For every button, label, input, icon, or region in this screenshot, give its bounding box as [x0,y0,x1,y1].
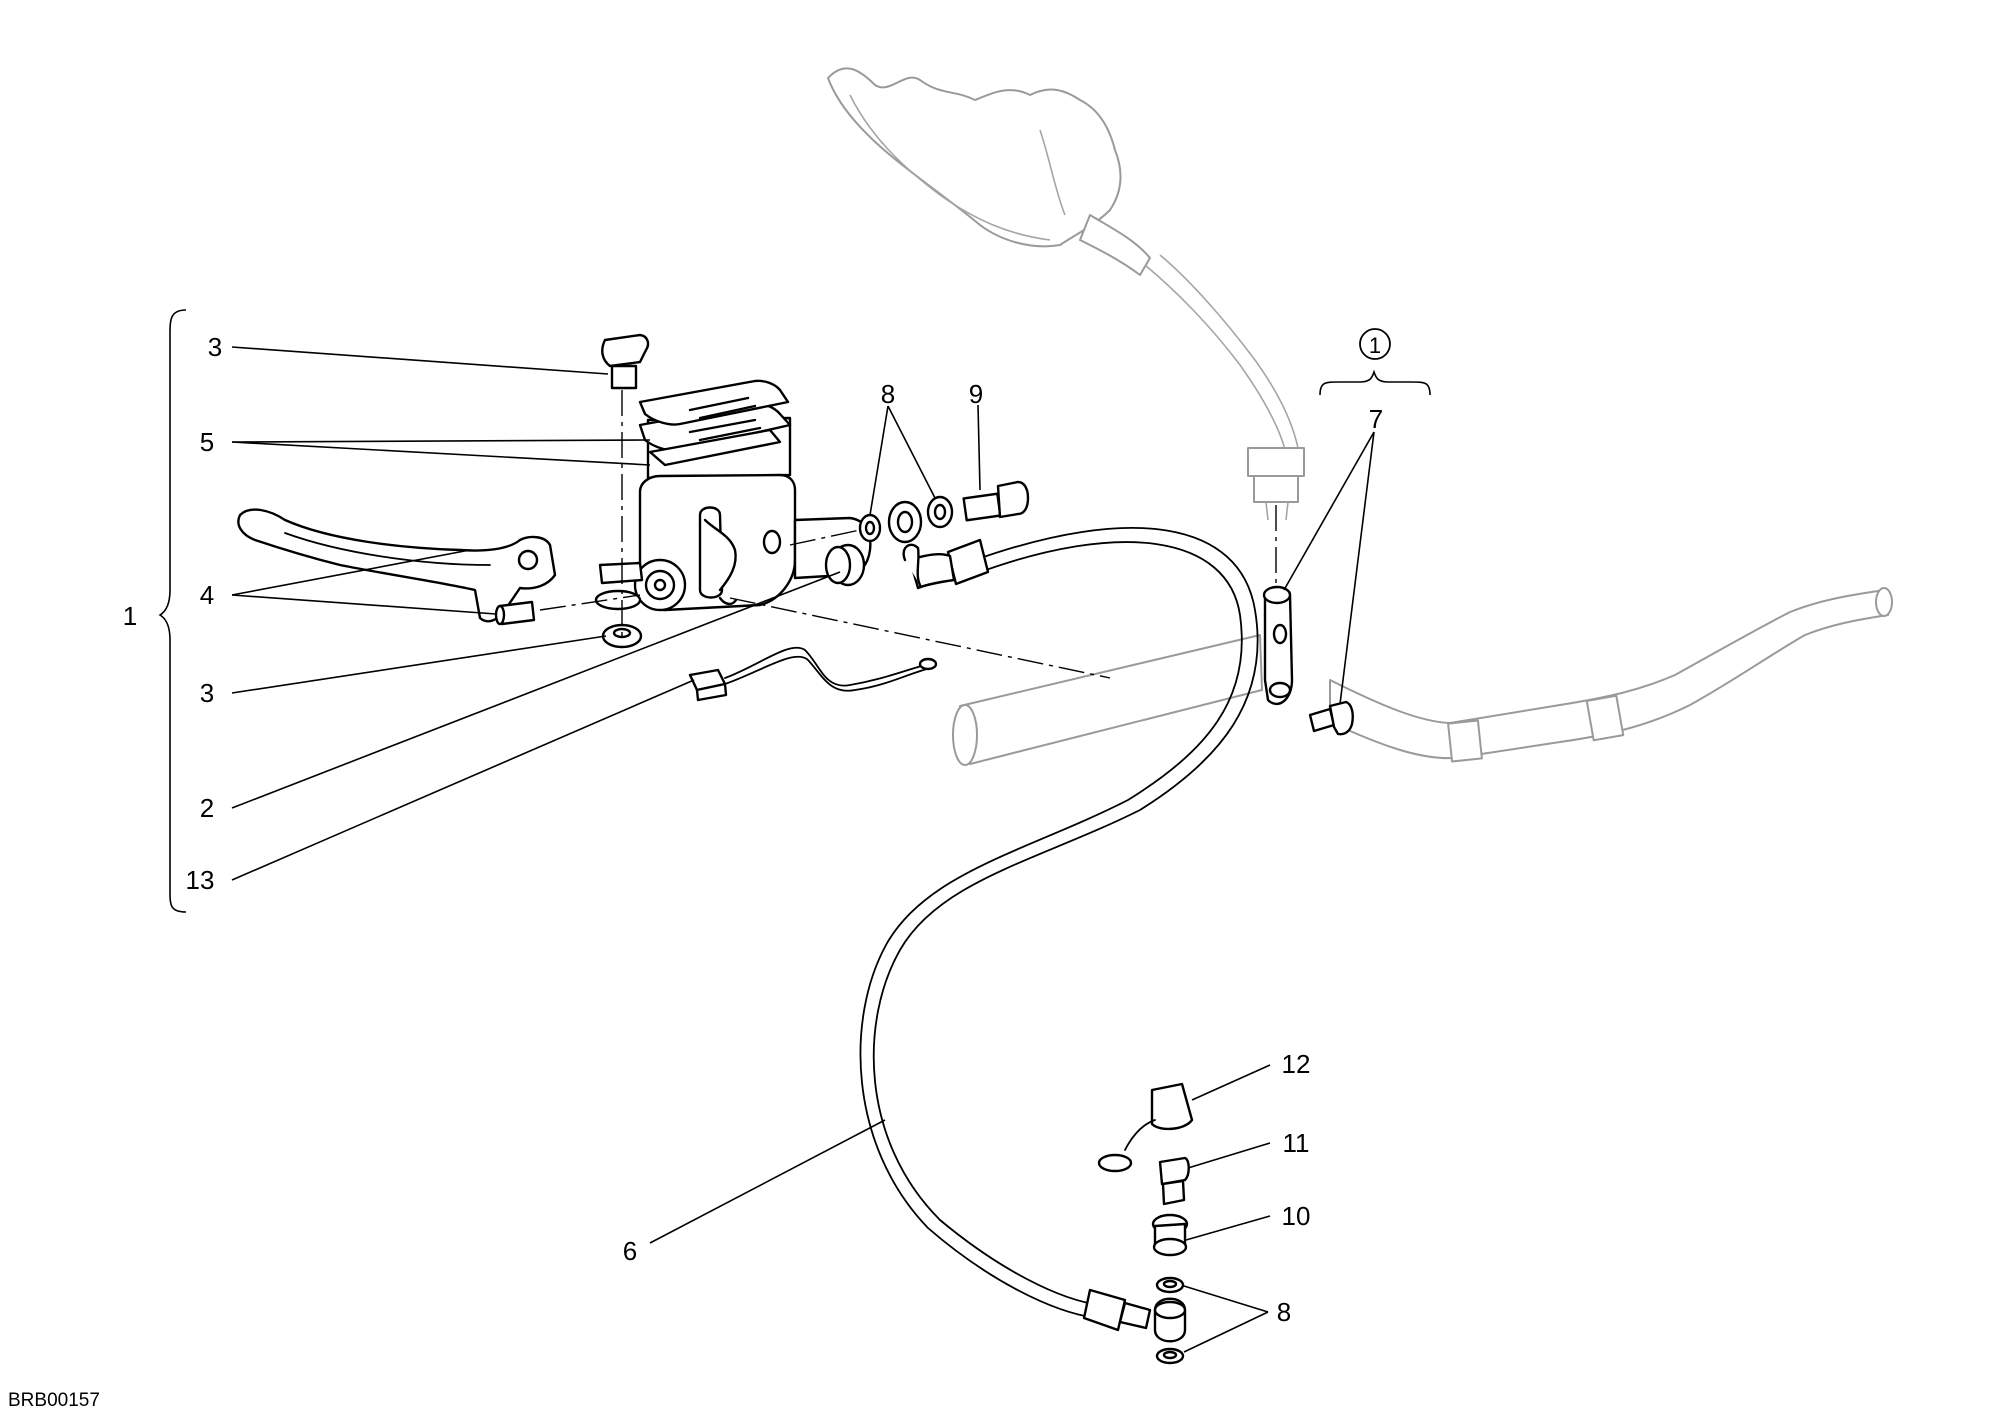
banjo-fitting [887,500,923,544]
callout-5: 5 [200,427,214,457]
assembly-axes [539,390,1277,679]
callout-3-top: 3 [208,332,222,362]
kit-marker-circle [1359,328,1391,360]
callout-12: 12 [1282,1049,1311,1079]
handlebar-ghost [952,587,1893,766]
callout-11: 11 [1283,1128,1310,1158]
banjo-bolt [962,480,1030,522]
lever-pin [494,600,536,626]
copper-washers-bottom [1153,1276,1187,1365]
caliper-banjo-bolt [1151,1213,1189,1257]
callout-9: 9 [969,379,983,409]
callout-4: 4 [200,580,214,610]
callout-2: 2 [200,793,214,823]
brake-lever [237,508,557,623]
callout-8-top: 8 [881,379,895,409]
leader-lines [231,346,1375,1353]
brake-light-switch [688,646,938,702]
callout-10: 10 [1282,1201,1311,1231]
kit-marker-label: 1 [1369,333,1381,358]
clamp-screw [1308,700,1354,736]
pivot-bolt [601,333,650,390]
group-bracket [158,309,187,913]
callout-3-bottom: 3 [200,678,214,708]
group-bracket-label: 1 [123,601,137,631]
callout-7: 7 [1369,404,1383,434]
handlebar-clamp [1262,585,1294,706]
callout-6: 6 [623,1236,637,1266]
kit-bracket [1319,369,1431,396]
reservoir-cap-and-diaphragm [638,379,792,467]
dust-boot [824,543,866,587]
callout-8-bottom: 8 [1277,1297,1291,1327]
callout-13: 13 [186,865,215,895]
mirror-ghost [827,67,1305,521]
bleed-valve-cap [1097,1082,1194,1173]
drawing-code: BRB00157 [8,1390,100,1410]
bleed-valve [1158,1156,1190,1206]
brake-hose [859,527,1259,1332]
